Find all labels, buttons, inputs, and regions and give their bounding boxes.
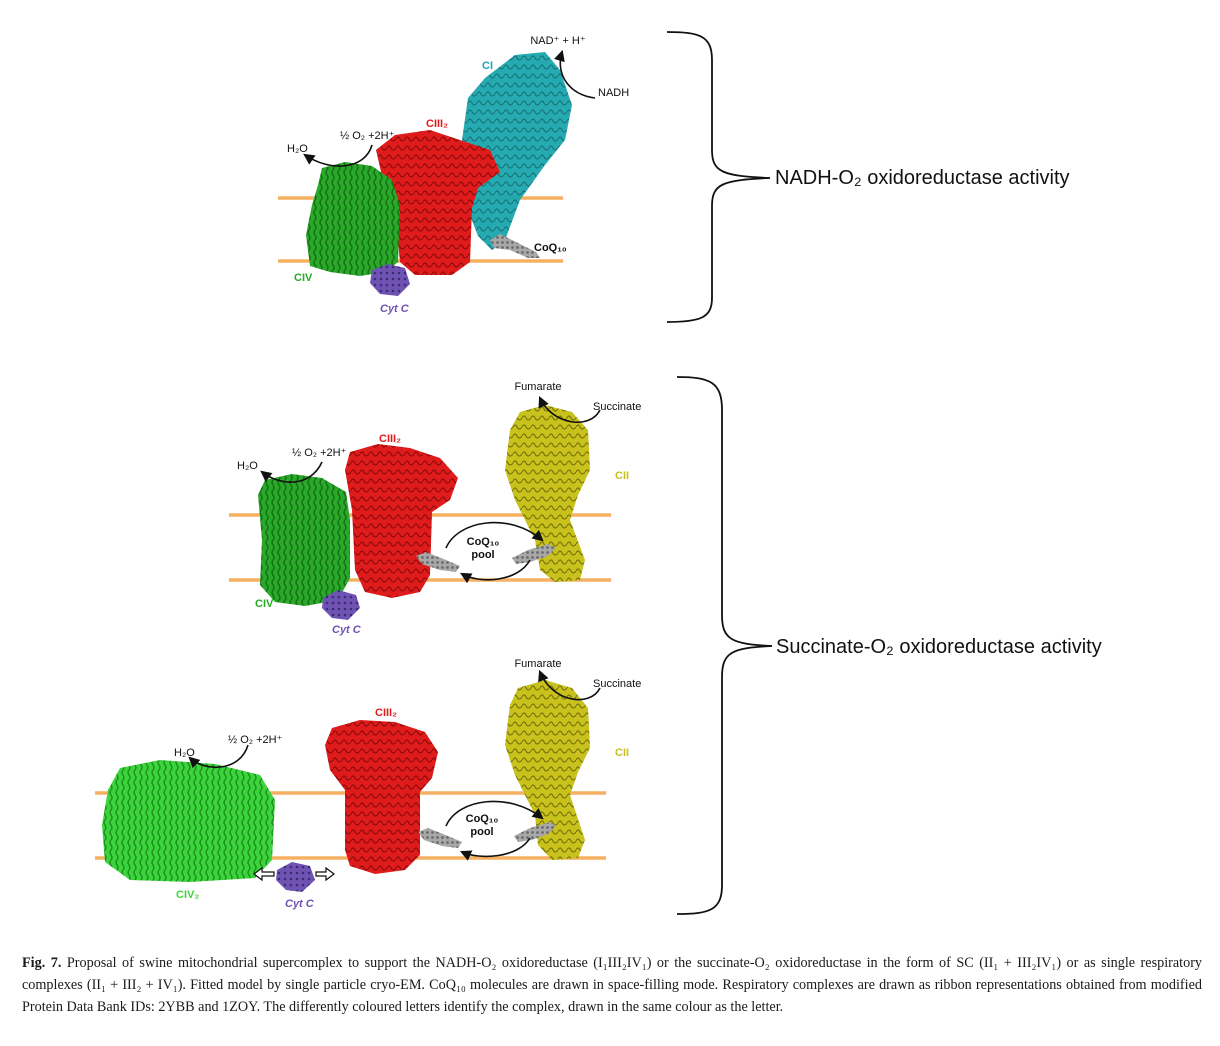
civ-label-middle: CIV bbox=[255, 598, 274, 610]
cytc-label-top: Cyt C bbox=[380, 303, 410, 315]
coq-pool-label-line1: CoQ₁₀ bbox=[467, 536, 500, 548]
complex-ii-structure bbox=[505, 405, 590, 582]
water-label-middle: H₂O bbox=[237, 460, 258, 472]
succinate-activity-label: Succinate-O₂ oxidoreductase activity bbox=[776, 636, 1102, 658]
cytc-shuttle-arrow-right bbox=[315, 866, 335, 882]
civ2-label-bottom: CIV₂ bbox=[176, 889, 199, 901]
complex-i-structure bbox=[455, 52, 572, 250]
caption-text: Proposal of swine mitochondrial supercom… bbox=[22, 955, 1203, 1016]
o2-label-middle: ½ O₂ +2H⁺ bbox=[292, 447, 347, 459]
coq-pool-label-line1: CoQ₁₀ bbox=[466, 813, 499, 825]
complex-iii2-structure bbox=[376, 130, 500, 275]
cii-label-middle: CII bbox=[615, 470, 629, 482]
brace-succinate bbox=[676, 376, 773, 915]
cytc-label-bottom: Cyt C bbox=[285, 898, 315, 910]
water-label-top: H₂O bbox=[287, 143, 308, 155]
figure-number: Fig. 7. bbox=[22, 955, 62, 972]
o2-reaction-arrow-top bbox=[303, 144, 373, 167]
cyt-c-structure bbox=[276, 862, 315, 892]
succinate-label-bottom: Succinate bbox=[593, 678, 641, 690]
fumarate-label-bottom: Fumarate bbox=[514, 658, 561, 670]
civ-label-top: CIV bbox=[294, 272, 313, 284]
o2-label-bottom: ½ O₂ +2H⁺ bbox=[228, 734, 283, 746]
nad-label: NAD⁺ + H⁺ bbox=[530, 35, 586, 47]
coq-pool-label-line2: pool bbox=[471, 549, 494, 561]
coq-pool-arrow-bottom bbox=[460, 559, 531, 584]
o2-label-top: ½ O₂ +2H⁺ bbox=[340, 130, 395, 142]
complex-iii2-structure bbox=[345, 444, 458, 598]
panel-bottom: Fumarate Succinate CIII₂ ½ O₂ +2H⁺ H₂O C… bbox=[95, 658, 641, 910]
coq10-molecule-left bbox=[418, 828, 462, 848]
panel-top: NAD⁺ + H⁺ NADH CI CIII₂ ½ O₂ +2H⁺ H₂O Co… bbox=[278, 31, 1070, 323]
coq-pool-label-line2: pool bbox=[470, 826, 493, 838]
figure-7-diagram: NAD⁺ + H⁺ NADH CI CIII₂ ½ O₂ +2H⁺ H₂O Co… bbox=[95, 31, 1102, 915]
cii-label-bottom: CII bbox=[615, 747, 629, 759]
figure-caption: Fig. 7. Proposal of swine mitochondrial … bbox=[22, 952, 1202, 1018]
succinate-label-middle: Succinate bbox=[593, 401, 641, 413]
coq-pool-arrow-top bbox=[445, 521, 544, 549]
complex-iv-structure bbox=[306, 162, 400, 276]
cytc-shuttle-arrow-left bbox=[253, 866, 275, 882]
ciii2-label-bottom: CIII₂ bbox=[375, 707, 397, 719]
fumarate-label-middle: Fumarate bbox=[514, 381, 561, 393]
cyt-c-structure bbox=[370, 264, 410, 296]
brace-top bbox=[666, 31, 771, 323]
panel-middle: Fumarate Succinate CIII₂ ½ O₂ +2H⁺ H₂O C… bbox=[229, 381, 641, 636]
complex-ii-structure bbox=[505, 680, 590, 860]
nadh-reaction-arrow bbox=[554, 49, 596, 99]
nadh-activity-label: NADH-O₂ oxidoreductase activity bbox=[775, 167, 1070, 189]
water-label-bottom: H₂O bbox=[174, 747, 195, 759]
ciii2-label-middle: CIII₂ bbox=[379, 433, 401, 445]
o2-reaction-arrow-middle bbox=[260, 461, 323, 483]
nadh-label: NADH bbox=[598, 87, 629, 99]
coq-pool-arrow-bottom bbox=[459, 837, 531, 861]
coq10-label-top: CoQ₁₀ bbox=[534, 242, 567, 254]
coq10-molecule-right bbox=[514, 822, 556, 842]
complex-iv-structure bbox=[258, 474, 350, 606]
coq10-molecule bbox=[490, 234, 540, 258]
ci-label: CI bbox=[482, 60, 493, 72]
succinate-reaction-arrow-bottom bbox=[538, 669, 601, 701]
succinate-reaction-arrow-middle bbox=[538, 395, 601, 423]
ciii2-label-top: CIII₂ bbox=[426, 118, 448, 130]
coq10-molecule-left bbox=[416, 552, 460, 572]
coq10-molecule-right bbox=[512, 544, 556, 564]
complex-iv2-structure bbox=[102, 760, 275, 882]
coq-pool-arrow-top bbox=[445, 800, 544, 827]
complex-iii2-structure bbox=[325, 720, 438, 874]
cytc-label-middle: Cyt C bbox=[332, 624, 362, 636]
o2-reaction-arrow-bottom bbox=[188, 744, 249, 769]
cyt-c-structure bbox=[322, 590, 360, 620]
